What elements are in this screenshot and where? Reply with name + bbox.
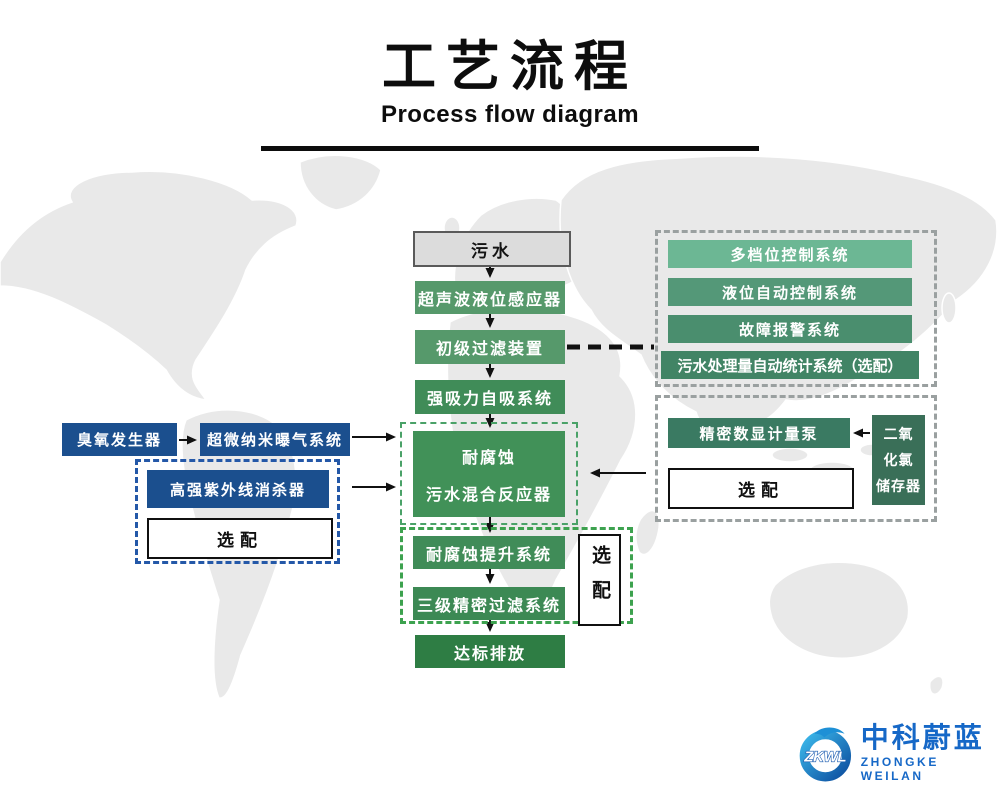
storage-line-2: 化氯 bbox=[883, 452, 914, 468]
step-tertiary-filter: 三级精密过滤系统 bbox=[413, 587, 565, 620]
optional-badge-vertical: 选配 bbox=[578, 534, 621, 626]
reactor-label-line2: 污水混合反应器 bbox=[425, 486, 552, 504]
map-japan bbox=[941, 292, 957, 324]
dosing-pump-box: 精密数显计量泵 bbox=[668, 418, 850, 448]
dosing-panel bbox=[655, 395, 937, 522]
reactor-box: 耐腐蚀 污水混合反应器 bbox=[413, 431, 565, 517]
step-suction-system: 强吸力自吸系统 bbox=[415, 380, 565, 414]
reactor-label-line1: 耐腐蚀 bbox=[461, 449, 516, 467]
logo-name-en: ZHONGKE WEILAN bbox=[860, 755, 939, 784]
logo-abbr: ZKWL bbox=[803, 749, 846, 765]
uv-optional-frame bbox=[135, 459, 340, 564]
control-item-volume-stats: 污水处理量自动统计系统（选配） bbox=[661, 351, 919, 379]
step-discharge: 达标排放 bbox=[415, 635, 565, 668]
map-north-america bbox=[0, 170, 298, 401]
map-madagascar bbox=[635, 509, 660, 556]
page-title: 工艺流程 bbox=[382, 37, 638, 97]
page-subtitle: Process flow diagram bbox=[380, 101, 640, 129]
uv-sterilizer-box: 高强紫外线消杀器 bbox=[147, 470, 329, 508]
map-greenland bbox=[299, 154, 382, 211]
step-primary-filter: 初级过滤装置 bbox=[415, 330, 565, 364]
ozone-generator-box: 臭氧发生器 bbox=[62, 423, 177, 456]
title-underline bbox=[261, 146, 759, 151]
uv-optional-box: 选配 bbox=[147, 518, 333, 559]
storage-line-1: 二氧 bbox=[883, 426, 914, 442]
source-box: 污水 bbox=[413, 231, 571, 267]
dosing-optional-box: 选配 bbox=[668, 468, 854, 509]
control-item-multi-gear: 多档位控制系统 bbox=[668, 240, 912, 268]
dolphin-icon bbox=[814, 727, 845, 738]
map-australia bbox=[768, 561, 910, 659]
chlorine-storage-box: 二氧 化氯 储存器 bbox=[872, 415, 925, 505]
storage-line-3: 储存器 bbox=[876, 478, 921, 494]
logo-mark: ZKWL bbox=[799, 727, 852, 782]
company-logo: ZKWL 中科蔚蓝 ZHONGKE WEILAN bbox=[796, 722, 1000, 784]
map-new-zealand bbox=[928, 675, 944, 695]
control-systems-panel bbox=[655, 230, 937, 387]
logo-name-zh: 中科蔚蓝 bbox=[860, 721, 985, 753]
step-ultrasonic-sensor: 超声波液位感应器 bbox=[415, 281, 565, 314]
post-treatment-optional-frame bbox=[400, 527, 633, 624]
control-item-level-auto: 液位自动控制系统 bbox=[668, 278, 912, 306]
nano-aeration-box: 超微纳米曝气系统 bbox=[200, 423, 350, 456]
control-item-fault-alarm: 故障报警系统 bbox=[668, 315, 912, 343]
step-lift-system: 耐腐蚀提升系统 bbox=[413, 536, 565, 569]
